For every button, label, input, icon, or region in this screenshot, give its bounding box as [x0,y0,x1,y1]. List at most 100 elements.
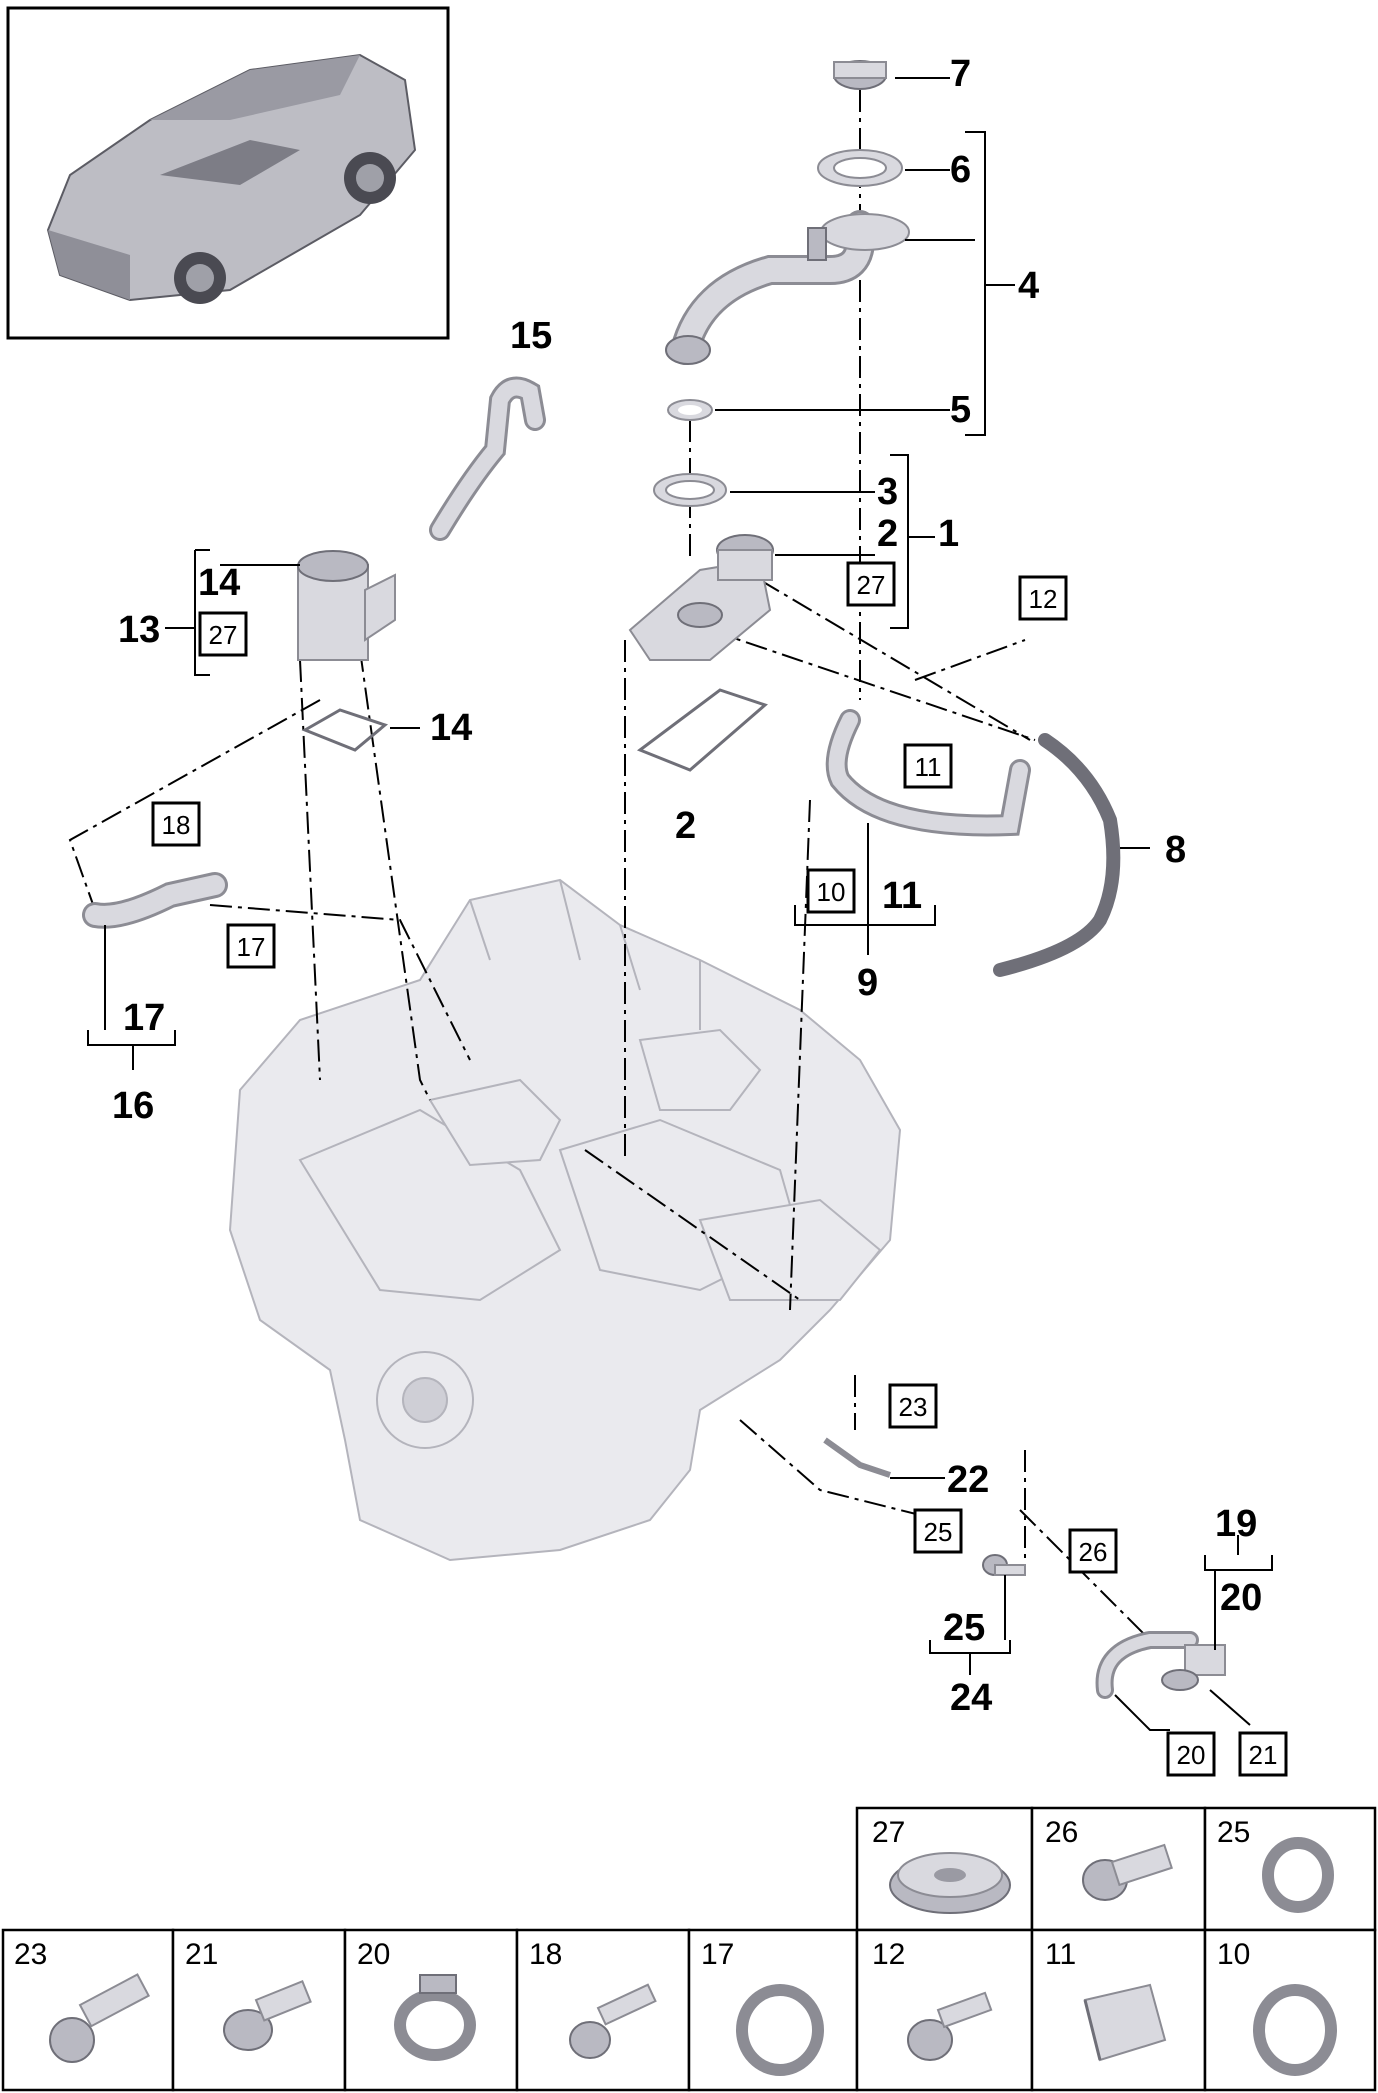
breather-hose-icon [825,709,1121,977]
vehicle-suv-icon [46,53,417,304]
callout-1: 1 [938,513,959,555]
callout-19: 19 [1215,1503,1257,1545]
table-cell-23: 23 [1,1928,175,2092]
callout-17: 17 [123,997,165,1039]
part-oil-separator-left [297,550,396,661]
part-oil-filler-cap [833,60,887,90]
svg-text:27: 27 [209,620,238,650]
boxed-ref-11: 11 [903,743,953,789]
svg-text:11: 11 [1045,1938,1076,1971]
part-seal-ring-5 [667,399,713,421]
seal-ring-icon [1262,1837,1334,1913]
svg-text:27: 27 [857,570,886,600]
svg-text:26: 26 [1045,1816,1078,1849]
part-filler-neck-pipe [665,210,910,365]
leaders [87,77,1273,1731]
svg-text:17: 17 [701,1938,734,1971]
bolt-icon [49,1973,151,2063]
boxed-ref-18: 18 [151,801,201,847]
bolt-icon [223,1979,312,2051]
callout-14-lower: 14 [430,707,472,749]
callout-5: 5 [950,389,971,431]
table-cell-10: 10 [1203,1928,1377,2092]
callout-6: 6 [950,149,971,191]
callout-8: 8 [1165,829,1186,871]
callout-3: 3 [877,471,898,513]
callout-4: 4 [1018,265,1039,307]
table-cell-17: 17 [687,1928,859,2092]
table-cell-21: 21 [171,1928,347,2092]
cover-cap-icon [889,1852,1011,1914]
svg-text:20: 20 [1177,1740,1206,1770]
boxed-ref-26: 26 [1068,1528,1118,1574]
part-seal-ring-3 [653,473,727,507]
callout-15: 15 [510,315,552,357]
svg-text:18: 18 [529,1938,562,1971]
oil-separator-icon [628,534,774,661]
table-cell-25: 25 [1203,1806,1377,1932]
svg-text:12: 12 [872,1938,905,1971]
callout-20: 20 [1220,1577,1262,1619]
table-cell-27: 27 [855,1806,1034,1932]
table-cell-12: 12 [855,1928,1034,2092]
callout-13: 13 [118,609,160,651]
part-valve-19 [1095,1631,1226,1699]
svg-text:11: 11 [915,752,942,782]
callout-labels: 7 6 4 5 3 2 1 2 8 11 9 15 14 13 14 17 16… [112,53,1262,1719]
svg-text:20: 20 [357,1938,390,1971]
assembly-lines [68,90,1151,1641]
clip-icon [1083,1983,1167,2062]
svg-text:21: 21 [1249,1740,1278,1770]
callout-25: 25 [943,1607,985,1649]
clamp-icon [736,1984,824,2076]
callout-9: 9 [857,962,878,1004]
svg-text:12: 12 [1029,584,1058,614]
bolt-icon [1082,1843,1173,1901]
callout-2-upper: 2 [877,513,898,555]
part-breather-pipe-15 [429,376,546,541]
boxed-ref-10: 10 [806,868,856,914]
svg-text:25: 25 [924,1517,953,1547]
table-cell-11: 11 [1030,1928,1207,2092]
table-cell-20: 20 [343,1928,519,2092]
callout-16: 16 [112,1085,154,1127]
engine-block-icon [228,878,902,1562]
clamp-icon [1253,1984,1337,2076]
svg-text:18: 18 [162,810,191,840]
svg-text:10: 10 [1217,1938,1250,1971]
callout-22: 22 [947,1459,989,1501]
boxed-ref-27-left: 27 [198,611,248,657]
svg-text:25: 25 [1217,1816,1250,1849]
svg-text:26: 26 [1079,1537,1108,1567]
callout-7: 7 [950,53,971,95]
boxed-refs: 27 27 12 11 10 18 17 23 25 26 20 21 [151,561,1288,1777]
boxed-ref-20: 20 [1166,1731,1216,1777]
svg-text:10: 10 [817,877,846,907]
part-gasket-2 [636,688,768,772]
part-seal-ring-6 [817,149,903,187]
callout-2-lower: 2 [675,805,696,847]
boxed-ref-17: 17 [226,923,276,969]
callout-24: 24 [950,1677,992,1719]
svg-text:17: 17 [237,932,266,962]
table-cell-18: 18 [515,1928,691,2092]
table-cell-26: 26 [1030,1806,1207,1932]
svg-text:21: 21 [185,1938,218,1971]
callout-11: 11 [882,875,922,917]
boxed-ref-21: 21 [1238,1731,1288,1777]
svg-text:23: 23 [14,1938,47,1971]
callout-14-upper: 14 [198,562,240,604]
svg-text:23: 23 [899,1392,928,1422]
fasteners-table: 27 26 25 23 21 20 [1,1806,1377,2092]
vehicle-thumbnail [6,6,450,340]
part-hose-16 [82,872,228,929]
boxed-ref-12: 12 [1018,575,1068,621]
part-fitting-24 [982,1554,1026,1576]
bolt-icon [907,1991,993,2061]
part-bracket-22 [823,1437,891,1478]
boxed-ref-25: 25 [913,1508,963,1554]
part-gasket-14 [301,708,389,752]
svg-text:27: 27 [872,1816,905,1849]
boxed-ref-23: 23 [888,1383,938,1429]
clamp-icon [394,1974,476,2061]
